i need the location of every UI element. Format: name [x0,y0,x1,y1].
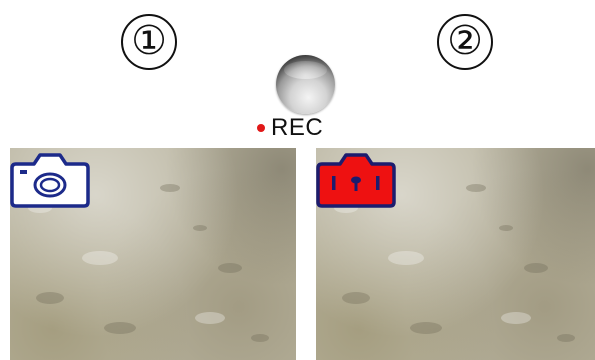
record-button[interactable] [276,55,335,114]
camera-outline-icon [10,148,90,210]
step-2-marker: ② [437,14,493,70]
camera-preview-recording [316,148,595,360]
record-label-text: REC [271,114,323,142]
record-dot-icon [257,124,265,132]
record-label: REC [257,115,323,141]
camera-preview-default [10,148,296,360]
camera-recording-icon [316,148,396,210]
step-1-marker: ① [121,14,177,70]
record-button-highlight [284,61,327,79]
